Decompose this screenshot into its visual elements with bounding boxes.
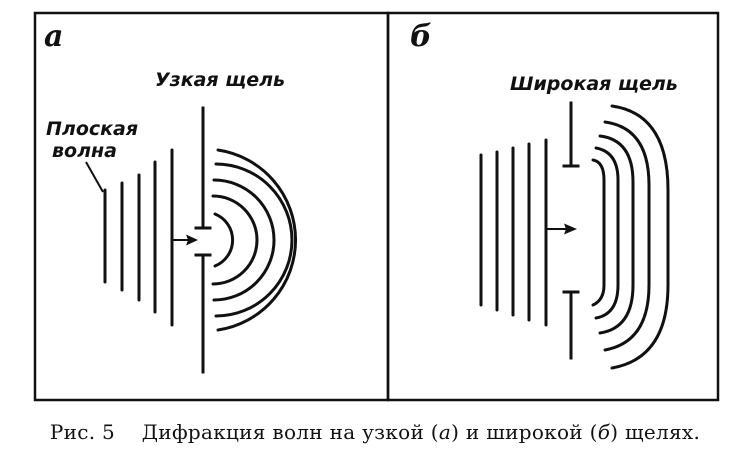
- circular-wavefront: [216, 148, 297, 332]
- circular-wavefront: [213, 212, 235, 268]
- caption-label-b: б: [597, 420, 611, 444]
- wide-slit-barrier: [562, 101, 580, 360]
- diffracted-wavefront: [610, 104, 670, 370]
- panel-b: б Широкая щель: [386, 11, 720, 402]
- diffracted-wavefronts-b: [591, 104, 670, 370]
- figure-caption: Рис. 5 Дифракция волн на узкой (а) и шир…: [0, 420, 750, 444]
- circular-wavefront: [212, 178, 276, 302]
- caption-prefix: Рис. 5: [49, 420, 116, 444]
- caption-text-3: ) щелях.: [610, 420, 701, 444]
- panel-a-letter: а: [44, 19, 63, 54]
- panel-b-frame: [386, 11, 720, 402]
- propagation-arrow-b: [545, 223, 577, 235]
- circular-wavefront: [214, 162, 294, 318]
- diffracted-wavefront: [603, 120, 651, 352]
- plane-wave-label-line2: волна: [52, 140, 117, 162]
- wide-slit-label: Широкая щель: [510, 73, 678, 95]
- propagation-arrow-a: [172, 234, 198, 246]
- narrow-slit-label: Узкая щель: [155, 69, 285, 91]
- narrow-slit-barrier: [194, 106, 212, 374]
- plane-wave-label-line1: Плоская: [46, 118, 138, 140]
- panel-b-letter: б: [410, 19, 432, 54]
- caption-text-2: ) и широкой (: [451, 420, 598, 444]
- caption-text-1: Дифракция волн на узкой (: [141, 420, 439, 444]
- plane-wave-pointer: [85, 161, 104, 193]
- caption-label-a: а: [438, 420, 452, 444]
- incoming-plane-wavefronts-b: [479, 138, 548, 327]
- diffracted-wavefront: [594, 146, 620, 320]
- panel-a: а Узкая щель Плоская волна: [33, 11, 390, 402]
- circular-wavefront: [211, 194, 259, 286]
- diffracted-wavefront: [591, 158, 606, 307]
- diffracted-wavefront: [598, 134, 635, 335]
- diffracted-wavefronts-a: [211, 148, 297, 332]
- incoming-plane-wavefronts-a: [103, 148, 174, 327]
